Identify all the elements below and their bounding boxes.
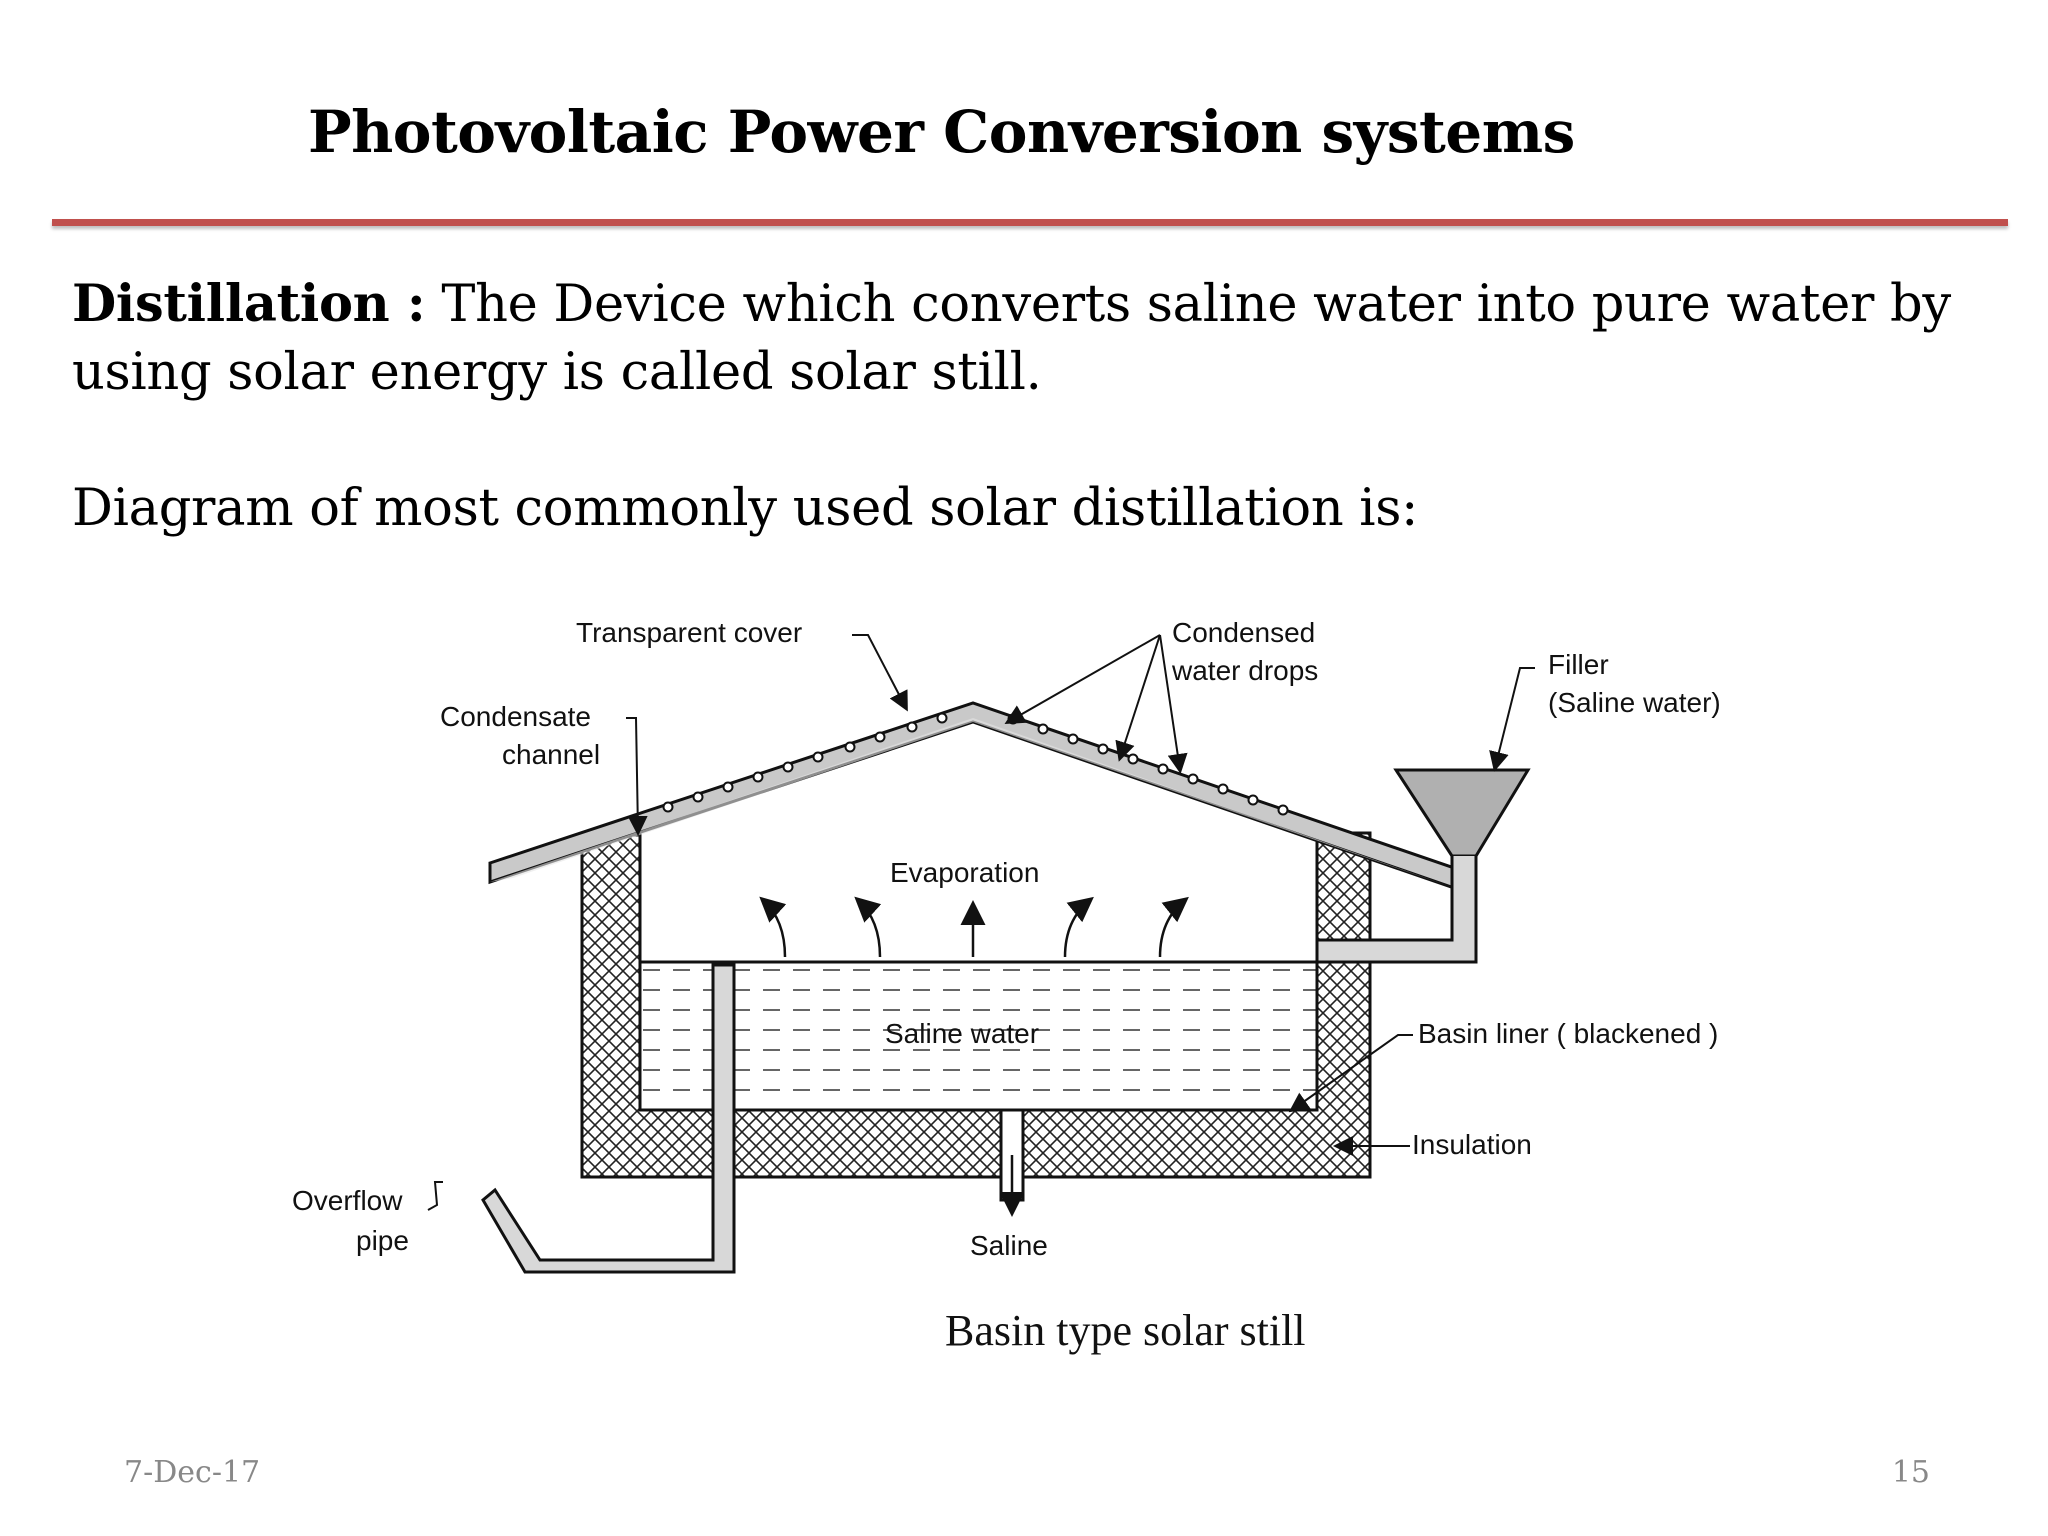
footer-date: 7-Dec-17 xyxy=(124,1455,261,1490)
label-overflow-line1: Overflow xyxy=(292,1185,403,1216)
label-condensed-line1: Condensed xyxy=(1172,617,1315,648)
label-insulation: Insulation xyxy=(1412,1129,1532,1160)
slide-body: Distillation : The Device which converts… xyxy=(72,270,1972,543)
saline-water-basin xyxy=(638,960,1319,1112)
title-divider xyxy=(52,219,2008,226)
label-filler-line2: (Saline water) xyxy=(1548,687,1721,718)
solar-still-diagram: Transparent cover Condensed water drops … xyxy=(280,600,1780,1380)
label-condensate-line2: channel xyxy=(502,739,600,770)
slide-title: Photovoltaic Power Conversion systems xyxy=(308,98,1575,166)
definition-term: Distillation : xyxy=(72,274,426,334)
footer-page-number: 15 xyxy=(1891,1455,1930,1490)
overflow-pipe xyxy=(481,963,736,1274)
label-overflow-line2: pipe xyxy=(356,1225,409,1256)
filler-funnel xyxy=(1393,768,1531,858)
evaporation-arrows xyxy=(759,896,1189,958)
diagram-intro: Diagram of most commonly used solar dist… xyxy=(72,479,1419,538)
label-saline-water: Saline water xyxy=(885,1018,1039,1049)
definition-text: The Device which converts saline water i… xyxy=(72,275,1951,402)
label-filler-line1: Filler xyxy=(1548,649,1609,680)
label-condensate-line1: Condensate xyxy=(440,701,591,732)
label-transparent-cover: Transparent cover xyxy=(576,617,802,648)
label-saline-outlet: Saline xyxy=(970,1230,1048,1261)
diagram-caption: Basin type solar still xyxy=(945,1306,1306,1355)
label-condensed-line2: water drops xyxy=(1171,655,1318,686)
label-evaporation: Evaporation xyxy=(890,857,1039,888)
filler-pipe xyxy=(1315,856,1478,964)
definition-paragraph: Distillation : The Device which converts… xyxy=(72,270,1972,407)
label-basin-liner: Basin liner ( blackened ) xyxy=(1418,1018,1718,1049)
